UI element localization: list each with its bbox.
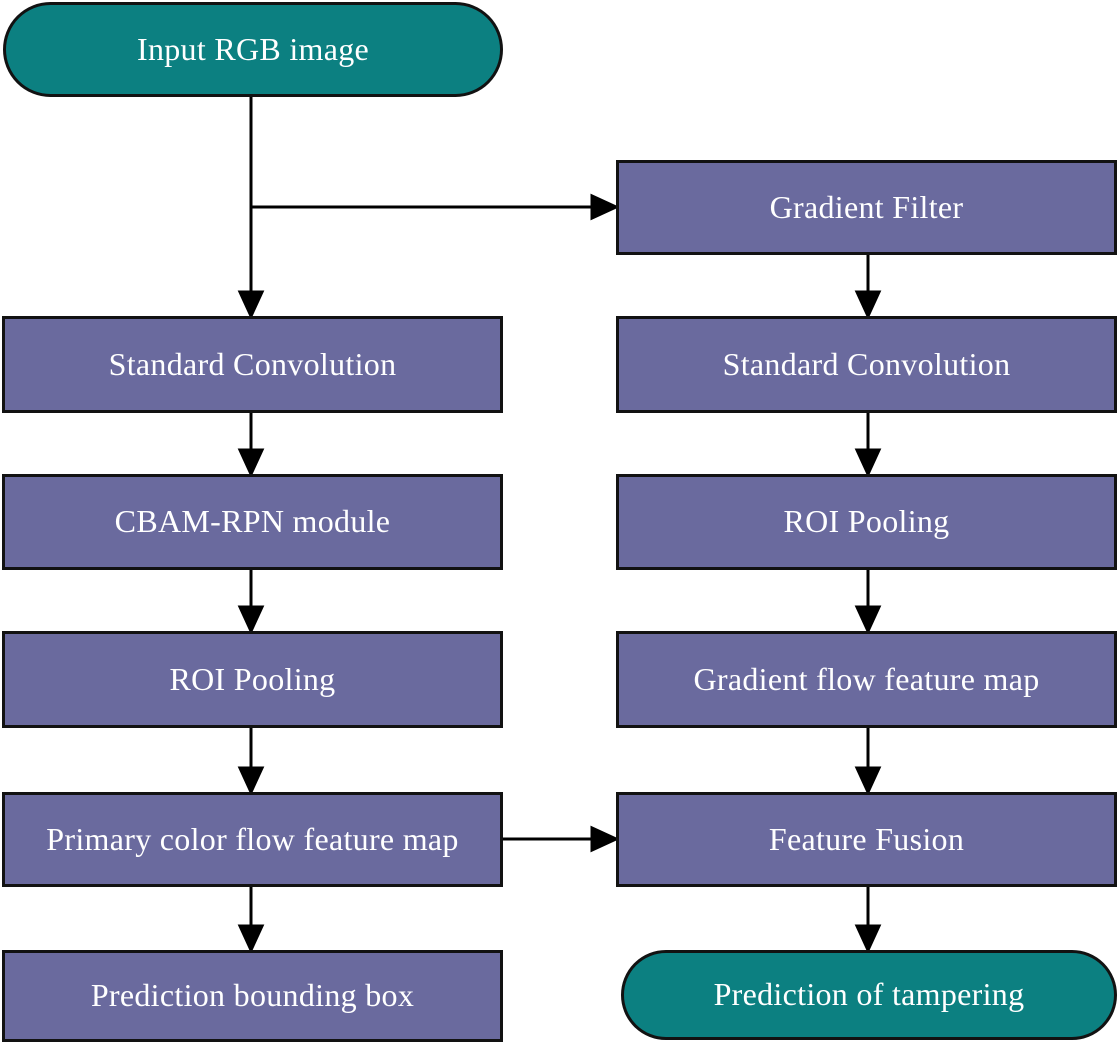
edge-cbam-to-left-roi-arrowhead — [237, 605, 265, 635]
node-prediction-bounding-box: Prediction bounding box — [2, 950, 503, 1042]
node-prediction-of-tampering: Prediction of tampering — [621, 950, 1117, 1040]
node-gradient-filter-label: Gradient Filter — [769, 188, 964, 225]
node-primary-color-flow-feature-map-label: Primary color flow feature map — [46, 820, 459, 857]
node-feature-fusion: Feature Fusion — [616, 792, 1117, 887]
edge-input-to-gradient-filter-arrowhead — [590, 193, 620, 221]
node-standard-convolution-left-label: Standard Convolution — [108, 345, 397, 382]
node-gradient-flow-feature-map-label: Gradient flow feature map — [693, 660, 1040, 697]
node-input-rgb-image: Input RGB image — [3, 2, 503, 97]
edge-gradient-map-to-fusion-arrowhead — [854, 766, 882, 796]
edge-fusion-to-tampering-arrowhead — [854, 924, 882, 954]
node-roi-pooling-left-label: ROI Pooling — [169, 660, 336, 697]
node-feature-fusion-label: Feature Fusion — [768, 820, 965, 857]
node-roi-pooling-left: ROI Pooling — [2, 631, 503, 728]
edge-input-to-left-conv-arrowhead — [237, 290, 265, 320]
edge-right-conv-to-right-roi-arrowhead — [854, 448, 882, 478]
node-standard-convolution-left: Standard Convolution — [2, 316, 503, 413]
node-roi-pooling-right-label: ROI Pooling — [783, 503, 950, 540]
edge-left-conv-to-cbam-arrowhead — [237, 448, 265, 478]
edge-left-roi-to-primary-map-arrowhead — [237, 766, 265, 796]
node-standard-convolution-right-label: Standard Convolution — [722, 345, 1011, 382]
node-prediction-bounding-box-label: Prediction bounding box — [90, 977, 415, 1014]
edge-right-roi-to-gradient-map-arrowhead — [854, 605, 882, 635]
edge-gradient-filter-to-right-conv-arrowhead — [854, 290, 882, 320]
edge-primary-map-to-bbox-arrowhead — [237, 924, 265, 954]
node-input-rgb-image-label: Input RGB image — [136, 30, 370, 67]
node-standard-convolution-right: Standard Convolution — [616, 316, 1117, 413]
node-gradient-filter: Gradient Filter — [616, 160, 1117, 255]
node-roi-pooling-right: ROI Pooling — [616, 474, 1117, 570]
node-cbam-rpn-module-label: CBAM-RPN module — [114, 503, 391, 540]
node-gradient-flow-feature-map: Gradient flow feature map — [616, 631, 1117, 728]
node-primary-color-flow-feature-map: Primary color flow feature map — [2, 792, 503, 887]
node-cbam-rpn-module: CBAM-RPN module — [2, 474, 503, 570]
node-prediction-of-tampering-label: Prediction of tampering — [713, 976, 1025, 1013]
edge-primary-map-to-fusion-arrowhead — [590, 825, 620, 853]
